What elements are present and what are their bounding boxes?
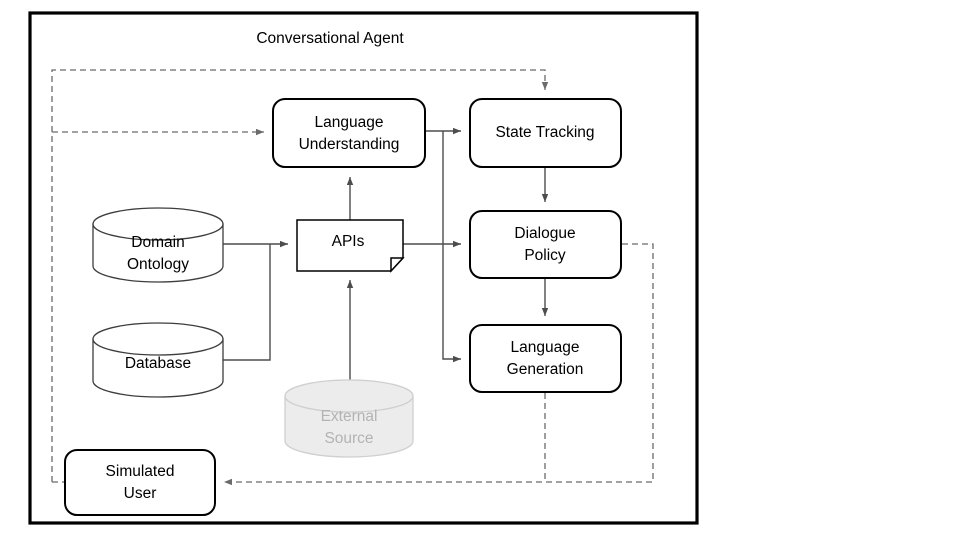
dialogue-policy-box[interactable] (469, 210, 622, 279)
node-external-source[interactable]: External Source (284, 379, 414, 458)
language-understanding-label-line2: Understanding (299, 136, 400, 153)
dialogue-policy-label-line2: Policy (524, 247, 566, 264)
domain-ontology-label-line1: Domain (131, 234, 184, 251)
apis-label: APIs (332, 233, 365, 250)
external-source-label-line2: Source (324, 430, 373, 447)
edge-database-to-apis (223, 244, 271, 361)
language-generation-label-line1: Language (511, 339, 580, 356)
simulated-user-box[interactable] (64, 449, 216, 516)
language-understanding-label-line1: Language (315, 114, 384, 131)
node-state-tracking[interactable]: State Tracking (469, 98, 622, 168)
database-cylinder-top[interactable] (92, 322, 224, 356)
external-source-cylinder-top[interactable] (284, 379, 414, 413)
edge-language-understanding-to-language-generation (442, 131, 461, 363)
language-understanding-box[interactable] (272, 98, 426, 168)
node-dialogue-policy[interactable]: Dialogue Policy (469, 210, 622, 279)
node-language-understanding[interactable]: Language Understanding (272, 98, 426, 168)
state-tracking-box[interactable] (469, 98, 622, 168)
node-apis[interactable]: APIs (296, 219, 405, 273)
edge-dialogue-policy-to-simulated-user (224, 243, 654, 486)
apis-folded-corner-icon (390, 257, 405, 273)
domain-ontology-label-line2: Ontology (127, 256, 189, 273)
conversational-agent-frame (28, 11, 699, 525)
page-title: Conversational Agent (256, 30, 404, 47)
external-source-label-line1: External (321, 408, 378, 425)
simulated-user-label-line2: User (124, 485, 157, 502)
node-domain-ontology[interactable]: Domain Ontology (92, 207, 224, 283)
simulated-user-label-line1: Simulated (106, 463, 175, 480)
language-generation-label-line2: Generation (507, 361, 584, 378)
dialogue-policy-label-line1: Dialogue (514, 225, 575, 242)
state-tracking-label: State Tracking (495, 124, 594, 141)
external-source-cylinder-body[interactable] (284, 395, 414, 458)
edge-simulated-user-to-state-tracking (51, 69, 549, 482)
node-database[interactable]: Database (92, 322, 224, 398)
language-generation-box[interactable] (469, 324, 622, 393)
database-label: Database (125, 355, 191, 372)
domain-ontology-cylinder-top[interactable] (92, 207, 224, 241)
node-simulated-user[interactable]: Simulated User (64, 449, 216, 516)
node-language-generation[interactable]: Language Generation (469, 324, 622, 393)
